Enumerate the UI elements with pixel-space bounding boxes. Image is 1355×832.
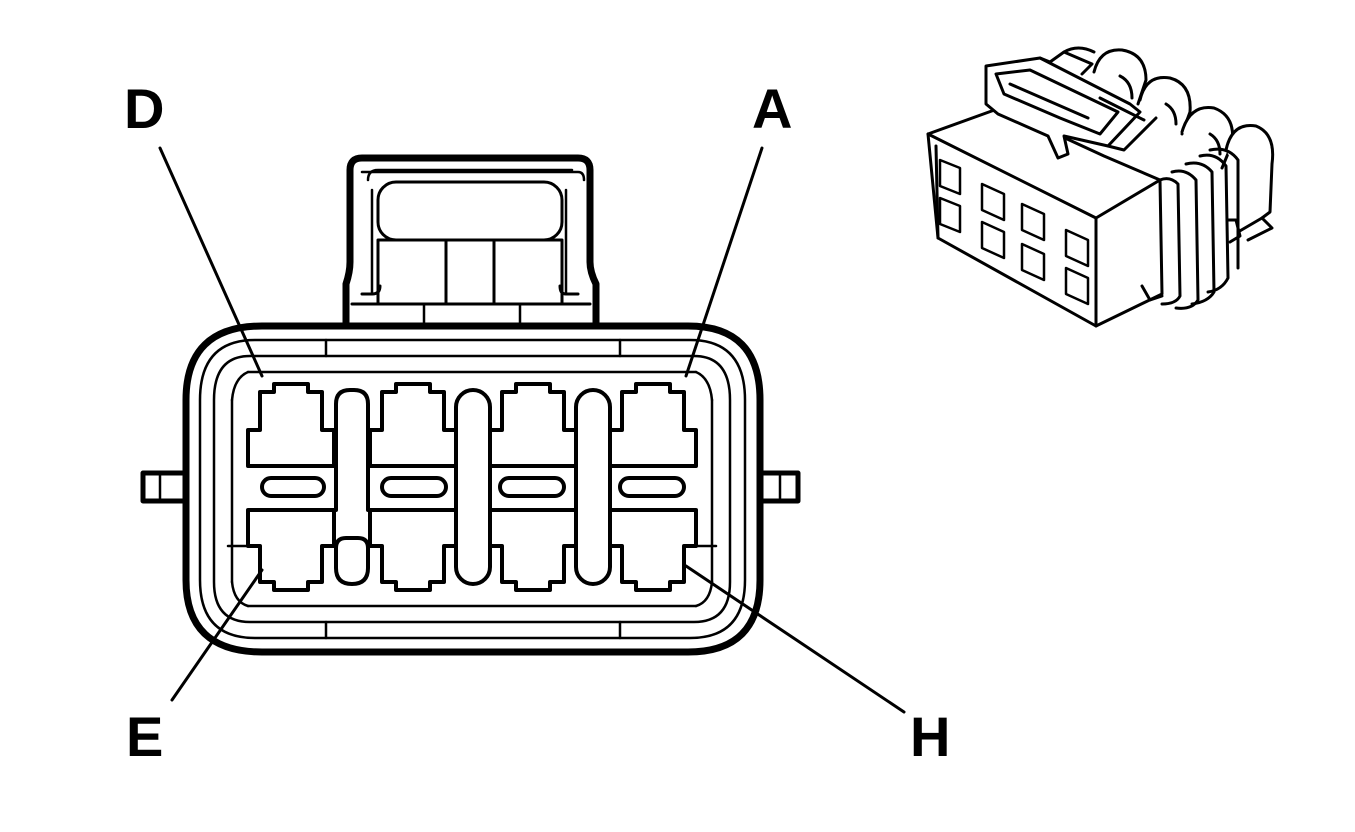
- label-pin-e: E: [126, 705, 163, 768]
- connector-isometric-view: [926, 46, 1275, 328]
- label-pin-d: D: [124, 77, 164, 140]
- cavity-row-top: [246, 382, 698, 468]
- slot-separators: [260, 476, 686, 498]
- keying-ribs: [334, 388, 612, 586]
- connector-face-view: [140, 146, 906, 714]
- label-pin-a: A: [752, 77, 792, 140]
- iso-face-cavities: [938, 158, 1090, 306]
- leader-line-e: [170, 568, 264, 702]
- locking-tab: [342, 154, 600, 329]
- seal-rings: [1140, 147, 1274, 310]
- pin-labels: D A E H: [124, 77, 950, 768]
- iso-latch: [984, 46, 1158, 160]
- rear-terminal-barrels: [1092, 48, 1275, 220]
- left-ear: [140, 470, 192, 504]
- leader-line-a: [684, 146, 764, 378]
- callout-lines: [158, 146, 906, 714]
- label-pin-h: H: [910, 705, 950, 768]
- leader-line-d: [158, 146, 264, 378]
- leader-line-h: [684, 564, 906, 714]
